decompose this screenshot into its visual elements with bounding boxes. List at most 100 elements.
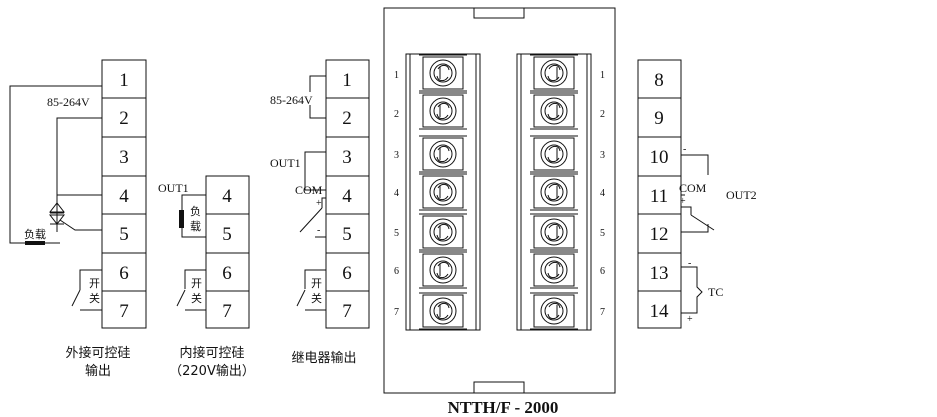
terminal-7: 7 [342,301,352,322]
screw-terminal [530,251,578,289]
terminal-strip [325,59,370,329]
plus-label: + [316,198,322,209]
load-label-2: 载 [190,220,201,233]
com-label: COM [679,181,707,195]
caption-line-2: 输出 [85,363,111,379]
internal-scr-block: 4 5 6 7 OUT1 负 载 开 关 内接可控硅 （220V输出） [158,175,255,379]
switch-label-2: 关 [191,291,202,305]
terminal-6: 6 [222,263,232,284]
terminal-11: 11 [650,186,668,207]
terminal-6: 6 [342,263,352,284]
switch-label-1: 开 [311,277,322,290]
right-terminal-column [516,53,592,331]
screw-terminal [530,213,578,251]
device-left-pin-5: 5 [394,228,399,239]
caption-line-1: 内接可控硅 [179,345,244,361]
device-left-pin-7: 7 [394,307,399,318]
minus-label-2: - [688,258,691,269]
screw-terminal [419,213,467,251]
screw-terminal [419,251,467,289]
terminal-5: 5 [222,224,232,245]
bottom-latch [473,381,525,394]
load-resistor [25,241,45,245]
device-right-pin-2: 2 [600,109,605,120]
minus-label-1: - [683,144,686,155]
voltage-label: 85-264V [270,93,313,107]
screw-terminal [530,173,578,211]
terminal-7: 7 [222,301,232,322]
top-latch [473,7,525,19]
load-label: 负载 [24,227,46,241]
out2-tc-block: 8 9 10 11 12 13 14 - COM + OUT2 - + TC [637,59,757,329]
switch-label-1: 开 [191,277,202,290]
terminal-4: 4 [119,186,129,207]
model-title: NTTH/F - 2000 [448,398,559,417]
terminal-14: 14 [650,301,670,322]
caption: 继电器输出 [291,350,356,366]
right-screw-terminals [530,54,578,330]
screw-terminal [530,292,578,330]
screw-terminal [530,135,578,173]
device-left-pin-2: 2 [394,109,399,120]
terminal-6: 6 [119,263,129,284]
device-body: 1 2 3 4 5 6 7 1 2 3 4 5 6 7 NTTH/F - 200… [383,7,616,417]
out1-label: OUT1 [270,156,301,170]
device-left-pin-3: 3 [394,150,399,161]
terminal-10: 10 [650,147,669,168]
switch-label-2: 关 [311,291,322,305]
device-left-pin-6: 6 [394,266,399,277]
terminal-5: 5 [119,224,129,245]
terminal-strip [205,175,250,329]
relay-block: 1 2 3 4 5 6 7 85-264V OUT1 COM + - 开 关 继… [270,59,370,366]
left-terminal-column [405,53,481,331]
out2-tc-wiring [681,154,715,314]
terminal-strip [101,59,147,329]
device-right-pin-1: 1 [600,70,605,81]
terminal-12: 12 [650,224,669,245]
terminal-3: 3 [342,147,352,168]
plus-label-2: + [687,314,693,325]
caption-line-2: （220V输出） [169,363,255,379]
tc-label: TC [708,285,723,299]
terminal-strip [637,59,682,329]
terminal-1: 1 [119,70,129,91]
out2-label: OUT2 [726,188,757,202]
device-left-pin-1: 1 [394,70,399,81]
plus-label-1: + [680,196,686,207]
screw-terminal [419,135,467,173]
screw-terminal [419,173,467,211]
device-right-pin-3: 3 [600,150,605,161]
com-label: COM [295,183,323,197]
left-screw-terminals [419,54,467,330]
device-right-pin-4: 4 [600,188,605,199]
terminal-3: 3 [119,147,129,168]
internal-scr-wiring [176,194,206,311]
terminal-2: 2 [119,108,129,129]
terminal-8: 8 [654,70,664,91]
device-right-pin-7: 7 [600,307,605,318]
terminal-4: 4 [222,186,232,207]
switch-label-2: 关 [89,291,100,305]
terminal-5: 5 [342,224,352,245]
terminal-1: 1 [342,70,352,91]
external-scr-wiring [9,85,102,311]
caption-line-1: 外接可控硅 [65,345,130,361]
external-scr-block: 1 2 3 4 5 6 7 85-264V 负载 开 关 外接可控硅 输出 [9,59,147,379]
minus-label: - [317,225,320,236]
load-label-1: 负 [190,204,201,218]
screw-terminal [419,92,467,130]
screw-terminal [419,292,467,330]
device-outline [383,7,616,394]
voltage-label: 85-264V [47,95,90,109]
out1-label: OUT1 [158,181,189,195]
terminal-13: 13 [650,263,669,284]
terminal-7: 7 [119,301,129,322]
terminal-2: 2 [342,108,352,129]
load-resistor [179,210,184,228]
screw-terminal [530,54,578,92]
device-right-pin-5: 5 [600,228,605,239]
device-right-pin-6: 6 [600,266,605,277]
relay-wiring [296,75,326,311]
terminal-9: 9 [654,108,664,129]
